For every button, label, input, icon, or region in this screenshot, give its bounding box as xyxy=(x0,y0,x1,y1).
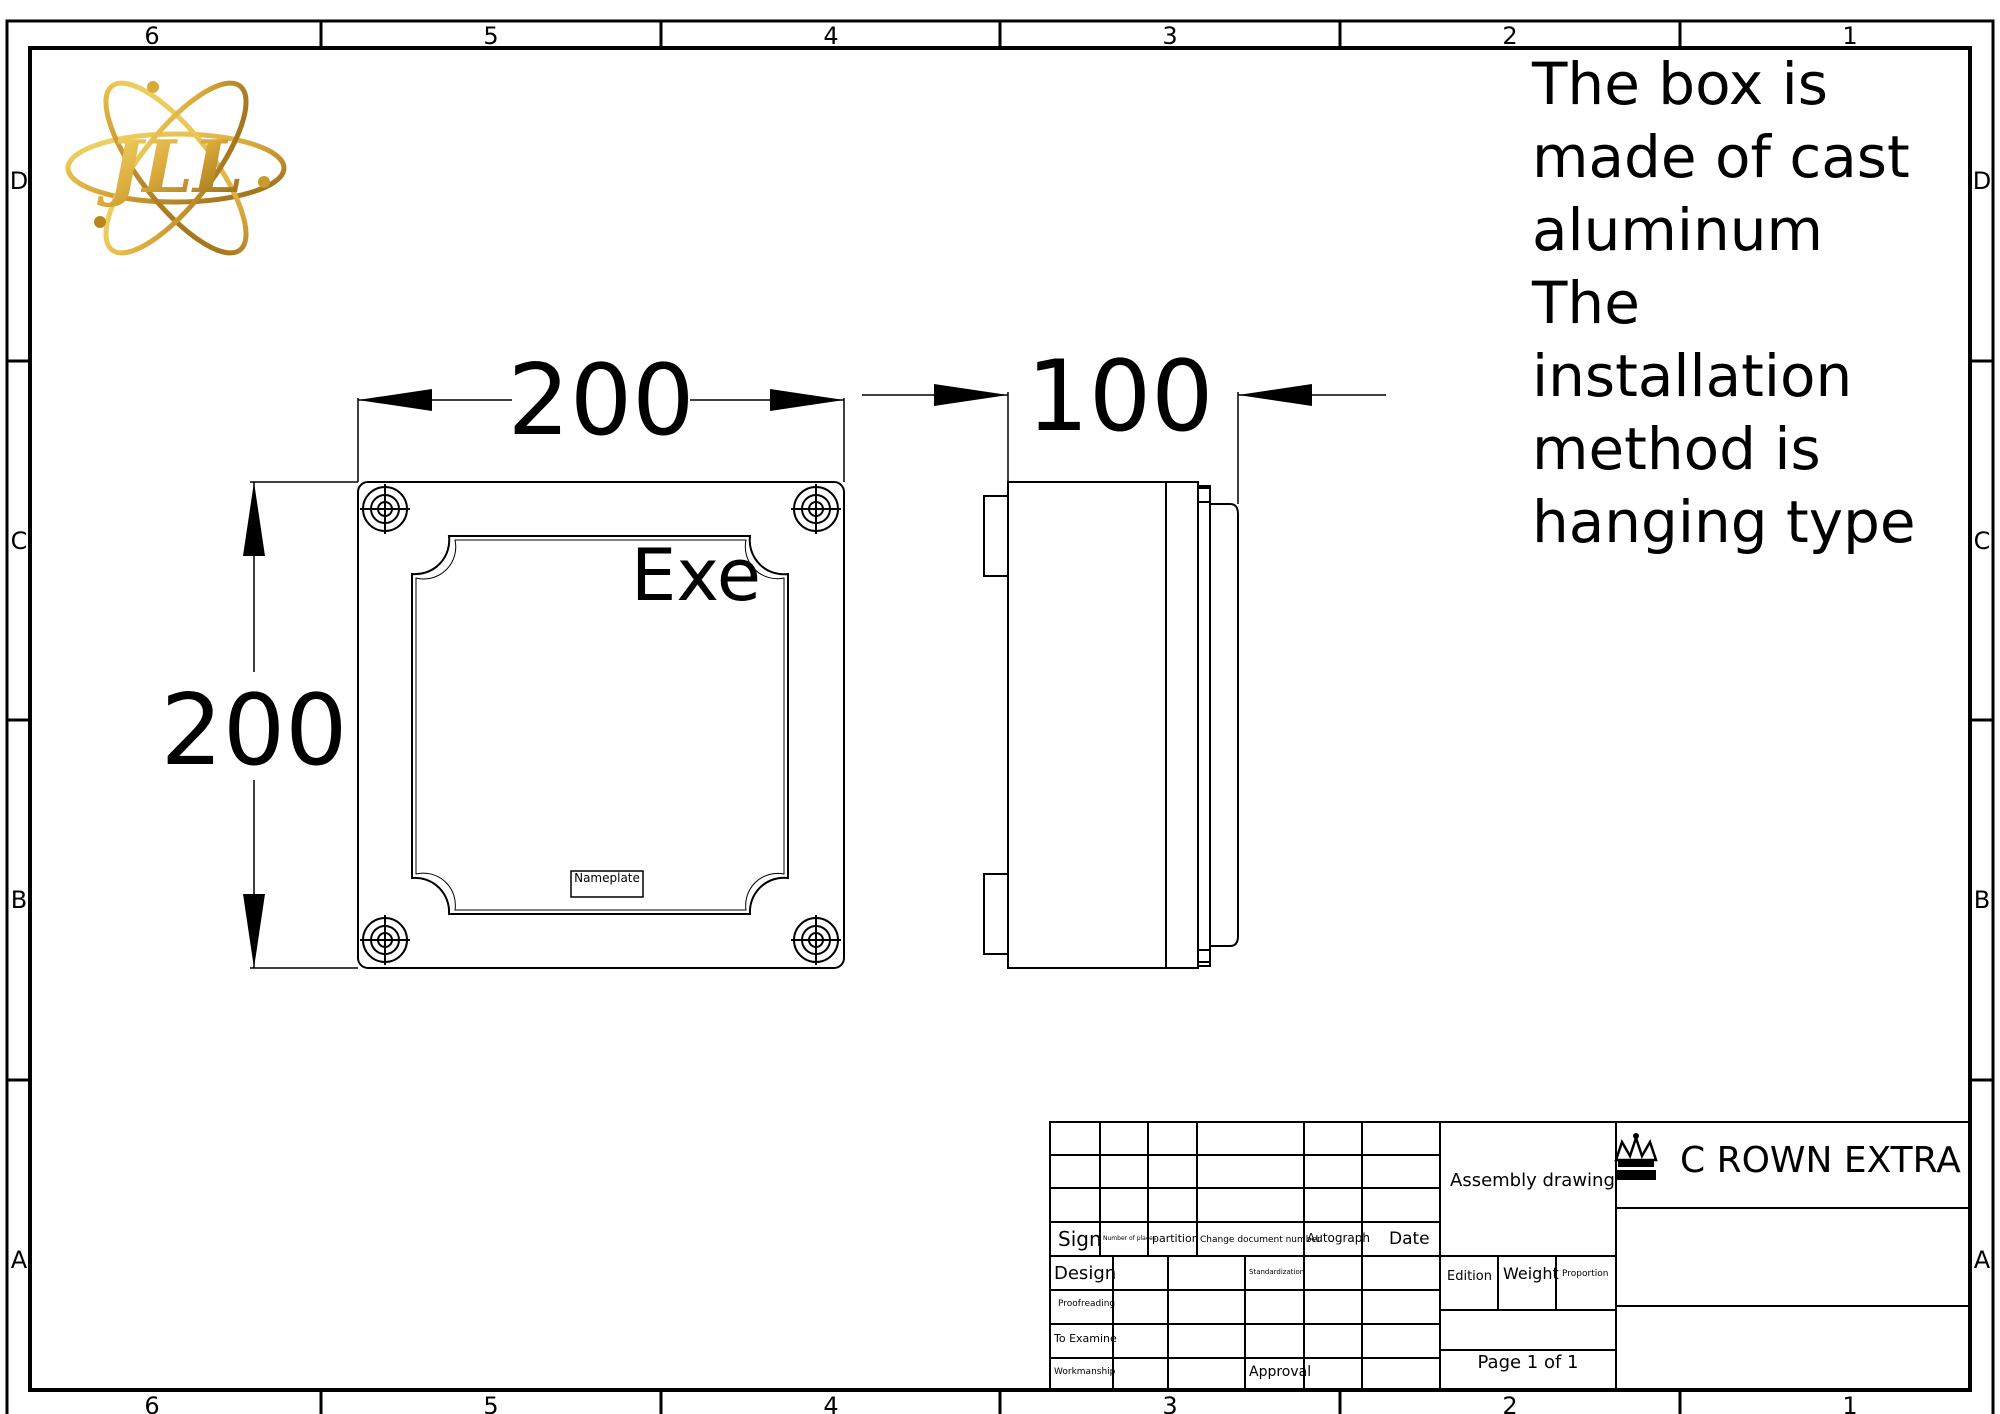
zone-labels: 6 5 4 3 2 1 6 5 4 3 2 1 D C B A D C B A xyxy=(10,22,1991,1414)
note-line: hanging type xyxy=(1532,488,1916,556)
zone-row-left-c: C xyxy=(11,527,28,555)
exe-marking: Exe xyxy=(631,533,761,617)
zone-row-right-b: B xyxy=(1974,886,1990,914)
front-view xyxy=(357,481,845,969)
front-view-outline xyxy=(357,481,845,969)
screw-bottom-right xyxy=(791,915,841,965)
side-depth-value: 100 xyxy=(1026,340,1213,454)
zone-row-left-d: D xyxy=(10,167,28,195)
note-line: aluminum xyxy=(1532,196,1823,264)
zone-col-bottom-2: 2 xyxy=(1502,1392,1517,1414)
zone-col-top-2: 2 xyxy=(1502,22,1517,50)
screw-bottom-left xyxy=(360,915,410,965)
note-line: installation xyxy=(1532,342,1852,410)
zone-col-bottom-6: 6 xyxy=(144,1392,159,1414)
zone-row-right-c: C xyxy=(1974,527,1991,555)
title-block xyxy=(1049,1121,1971,1391)
label-number-of-places: Number of places xyxy=(1103,1235,1156,1242)
label-proofreading: Proofreading xyxy=(1058,1299,1115,1309)
side-view xyxy=(983,481,1239,969)
front-height-arrow-bottom xyxy=(243,894,265,968)
side-view-mount-bottom xyxy=(983,873,1009,955)
zone-row-left-b: B xyxy=(11,886,27,914)
title-block-labels: Sign Number of places partition Change d… xyxy=(1053,1140,1961,1380)
front-view-lid-recess-inner xyxy=(415,539,785,911)
side-view-lid xyxy=(1197,487,1211,963)
side-depth-arrow-left xyxy=(934,384,1008,406)
label-partition: partition xyxy=(1152,1232,1199,1245)
zone-col-bottom-4: 4 xyxy=(823,1392,838,1414)
zone-row-right-a: A xyxy=(1974,1246,1991,1274)
side-view-hinge-top xyxy=(1197,485,1211,503)
zone-col-top-6: 6 xyxy=(144,22,159,50)
label-sign: Sign xyxy=(1058,1227,1102,1251)
zone-col-bottom-3: 3 xyxy=(1162,1392,1177,1414)
label-change-document-number: Change document number xyxy=(1200,1235,1321,1245)
front-height-arrow-top xyxy=(243,482,265,556)
label-weight: Weight xyxy=(1503,1264,1559,1283)
label-edition: Edition xyxy=(1447,1269,1492,1284)
logo-text: JLL xyxy=(96,124,243,209)
zone-col-top-1: 1 xyxy=(1842,22,1857,50)
front-width-value: 200 xyxy=(507,344,694,458)
label-standardization: Standardization xyxy=(1249,1268,1304,1276)
label-workmanship: Workmanship xyxy=(1054,1367,1116,1377)
screw-top-left xyxy=(360,484,410,534)
side-view-mount-top xyxy=(983,495,1009,577)
note-line: method is xyxy=(1532,415,1821,483)
atom-orbit-logo-icon: JLL xyxy=(65,80,287,256)
zone-col-bottom-1: 1 xyxy=(1842,1392,1857,1414)
front-width-arrow-left xyxy=(358,389,432,411)
side-depth-arrow-right xyxy=(1238,384,1312,406)
zone-col-top-3: 3 xyxy=(1162,22,1177,50)
note-line: The xyxy=(1531,269,1640,337)
note-line: The box is xyxy=(1531,50,1828,118)
crown-logo-icon xyxy=(1614,1133,1658,1180)
label-drawing-name: Assembly drawing xyxy=(1450,1170,1615,1191)
zone-row-left-a: A xyxy=(11,1246,28,1274)
screw-top-right xyxy=(791,484,841,534)
label-autograph: Autograph xyxy=(1307,1231,1370,1245)
side-view-gasket xyxy=(1210,503,1239,947)
front-width-arrow-right xyxy=(770,389,844,411)
nameplate-box xyxy=(570,870,644,898)
zone-col-top-4: 4 xyxy=(823,22,838,50)
label-proportion: Proportion xyxy=(1562,1269,1608,1279)
label-date: Date xyxy=(1389,1229,1430,1249)
nameplate-label: Nameplate xyxy=(574,871,640,885)
zone-dividers xyxy=(7,21,1993,1414)
label-page: Page 1 of 1 xyxy=(1478,1352,1579,1373)
label-to-examine: To Examine xyxy=(1053,1332,1117,1345)
side-view-body xyxy=(1007,481,1199,969)
zone-col-top-5: 5 xyxy=(483,22,498,50)
zone-col-bottom-5: 5 xyxy=(483,1392,498,1414)
side-view-hinge-bottom xyxy=(1197,949,1211,967)
front-view-lid-recess xyxy=(411,535,789,915)
note-line: made of cast xyxy=(1532,123,1910,191)
label-design: Design xyxy=(1054,1263,1116,1284)
zone-row-right-d: D xyxy=(1973,167,1991,195)
front-height-value: 200 xyxy=(160,674,347,788)
company-name: C ROWN EXTRA xyxy=(1680,1140,1961,1181)
label-approval: Approval xyxy=(1249,1364,1311,1380)
